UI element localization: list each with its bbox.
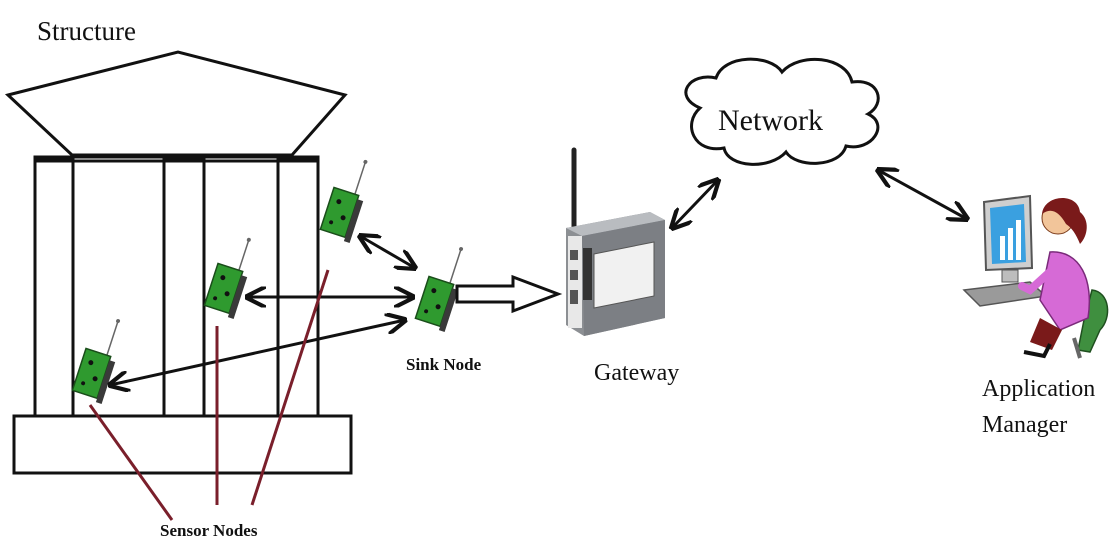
sensor-node-bottom [71, 319, 121, 405]
sensor-nodes-leaders [88, 269, 330, 521]
structure-label: Structure [37, 16, 136, 46]
sink-node-label: Sink Node [406, 355, 482, 374]
structure-pillar-left [33, 157, 75, 418]
gateway-label: Gateway [594, 360, 679, 386]
structure-building [4, 50, 353, 475]
link-top-sink [360, 236, 415, 268]
link-bottom-sink [110, 320, 405, 385]
sink-to-gateway-arrow [455, 274, 563, 314]
gateway-device-icon [566, 147, 665, 336]
link-network-application [878, 170, 967, 219]
node-links [110, 236, 415, 385]
structure-pillar-middle [162, 157, 206, 418]
application-manager-label-line2: Manager [982, 412, 1067, 438]
leader-bottom [88, 404, 174, 521]
link-gateway-network [672, 180, 718, 228]
structure-pillar-right [276, 157, 320, 418]
sensor-node-top [319, 159, 368, 244]
sensor-node-middle [203, 237, 251, 320]
sensor-nodes-label: Sensor Nodes [160, 521, 258, 540]
cloud-icon [684, 57, 880, 166]
structure-base [12, 414, 353, 475]
application-manager-label-line1: Application [982, 376, 1095, 402]
leader-top [250, 269, 330, 506]
network-label: Network [718, 104, 823, 137]
person-at-computer-icon [962, 194, 1109, 359]
structure-roof [4, 50, 348, 157]
sink-node [414, 247, 464, 333]
